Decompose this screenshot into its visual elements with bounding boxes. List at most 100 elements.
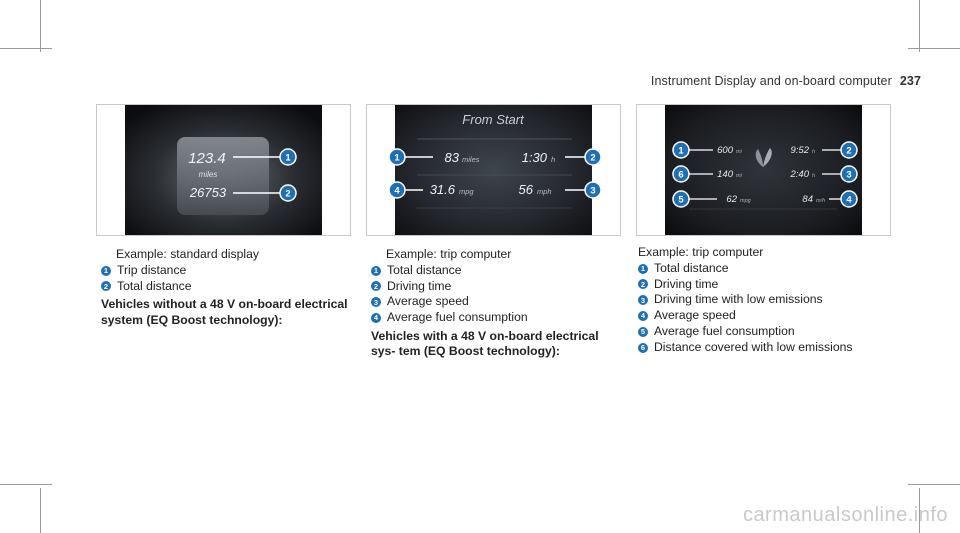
figure-trip-computer-conventional: From Start 83 miles 1:30 h 31.6 mpg 56 m… <box>366 104 621 236</box>
odometer-value: 26753 <box>189 185 227 200</box>
eco-leaf-icon <box>755 148 772 167</box>
total-distance-value: 83 <box>445 150 460 165</box>
average-speed-value: 84 <box>802 194 813 205</box>
item-number: 1 <box>638 263 648 274</box>
low-emission-distance-unit: mi <box>736 173 743 179</box>
item-number: 5 <box>638 326 648 337</box>
cluster-background <box>665 105 862 235</box>
figure-trip-computer-eq-boost: 600 mi 9:52 h 140 mi 2:40 h 62 mpg 84 m/… <box>636 104 891 236</box>
time-unit: h <box>812 149 815 155</box>
item-text: Total distance <box>654 260 729 275</box>
crop-mark <box>40 0 41 52</box>
caption-item: 4 Average speed <box>638 308 898 324</box>
time-unit: h <box>551 155 555 164</box>
item-number: 2 <box>638 279 648 290</box>
item-text: Average speed <box>654 308 736 323</box>
figure-eq-boost-svg: 600 mi 9:52 h 140 mi 2:40 h 62 mpg 84 m/… <box>665 105 862 235</box>
item-text: Average speed <box>387 294 469 309</box>
callout-marker <box>672 165 690 183</box>
callout-marker <box>279 148 297 166</box>
item-text: Total distance <box>117 278 192 293</box>
caption-item: 5 Average fuel consumption <box>638 324 898 340</box>
item-number: 3 <box>638 295 648 306</box>
item-text: Average fuel consumption <box>387 310 528 325</box>
item-text: Total distance <box>387 262 462 277</box>
caption-item: 2 Total distance <box>101 279 353 295</box>
running-head: Instrument Display and on-board computer… <box>651 74 921 88</box>
vehicle-note: Vehicles without a 48 V on-board electri… <box>101 297 348 327</box>
speed-unit: mph <box>537 187 552 196</box>
item-text: Average fuel consumption <box>654 323 795 338</box>
caption-item: 2 Driving time <box>638 277 898 293</box>
item-number: 2 <box>101 281 111 292</box>
caption-item: 3 Average speed <box>371 294 617 310</box>
fuel-consumption-value: 31.6 <box>430 182 456 197</box>
callout-number: 2 <box>285 189 290 200</box>
average-speed-value: 56 <box>519 182 534 197</box>
callout-number: 4 <box>394 186 400 197</box>
vehicle-note: Vehicles with a 48 V on-board electrical… <box>371 328 599 359</box>
section-title: Instrument Display and on-board computer <box>650 74 892 88</box>
item-text: Driving time <box>387 278 452 293</box>
crop-mark <box>40 488 41 533</box>
caption-item: 6 Distance covered with low emissions <box>638 340 898 356</box>
figure-trip-computer-svg: From Start 83 miles 1:30 h 31.6 mpg 56 m… <box>388 105 602 235</box>
caption-item: 1 Total distance <box>371 263 617 279</box>
display-title: From Start <box>462 112 525 127</box>
caption-item: 4 Average fuel consumption <box>371 310 617 326</box>
item-number: 4 <box>371 313 381 324</box>
item-number: 1 <box>371 265 381 276</box>
display-box <box>177 137 269 215</box>
trip-distance-value: 123.4 <box>188 150 226 167</box>
crop-mark <box>919 0 920 52</box>
callout-number: 3 <box>590 186 595 197</box>
callout-number: 2 <box>846 146 851 157</box>
fuel-unit: mpg <box>459 187 474 196</box>
crop-mark <box>0 484 52 485</box>
item-text: Driving time <box>654 276 719 291</box>
caption-item: 2 Driving time <box>371 279 617 295</box>
callout-number: 4 <box>846 195 852 206</box>
figure-standard-display-svg: 123.4 miles 26753 1 2 <box>125 105 322 235</box>
callout-number: 1 <box>394 153 400 164</box>
callout-marker <box>584 181 602 199</box>
caption-item: 1 Total distance <box>638 261 898 277</box>
fuel-consumption-value: 62 <box>726 194 737 205</box>
caption-trip-computer: Example: trip computer 1 Total distance 2… <box>371 247 617 360</box>
crop-mark <box>919 488 920 533</box>
callout-number: 5 <box>678 195 684 206</box>
callout-marker <box>388 181 406 199</box>
fuel-unit: mpg <box>740 198 752 204</box>
item-number: 3 <box>371 297 381 308</box>
callout-number: 3 <box>846 170 851 181</box>
caption-item: 3 Driving time with low emissions <box>638 292 898 308</box>
total-distance-value: 600 <box>717 145 734 156</box>
low-emission-time-value: 2:40 <box>790 169 810 180</box>
callout-number: 1 <box>678 146 684 157</box>
crop-mark <box>908 484 960 485</box>
figure-standard-display: 123.4 miles 26753 1 2 <box>96 104 351 236</box>
item-number: 2 <box>371 281 381 292</box>
callout-marker <box>672 190 690 208</box>
crop-mark <box>0 48 52 49</box>
caption-example: Example: trip computer <box>386 247 512 261</box>
speed-unit: m/h <box>816 198 825 204</box>
caption-example: Example: standard display <box>116 247 259 261</box>
watermark[interactable]: carmanualsonline.info <box>742 504 948 526</box>
callout-marker <box>388 148 406 166</box>
callout-number: 6 <box>678 170 683 181</box>
item-number: 6 <box>638 342 648 353</box>
callout-marker <box>840 141 858 159</box>
trip-distance-unit: miles <box>199 170 218 179</box>
callout-marker <box>584 148 602 166</box>
item-text: Trip distance <box>117 262 187 277</box>
item-number: 4 <box>638 311 648 322</box>
crop-mark <box>908 48 960 49</box>
item-text: Distance covered with low emissions <box>654 339 853 354</box>
item-text: Driving time with low emissions <box>654 292 823 307</box>
distance-unit: mi <box>736 149 743 155</box>
callout-number: 1 <box>285 153 291 164</box>
